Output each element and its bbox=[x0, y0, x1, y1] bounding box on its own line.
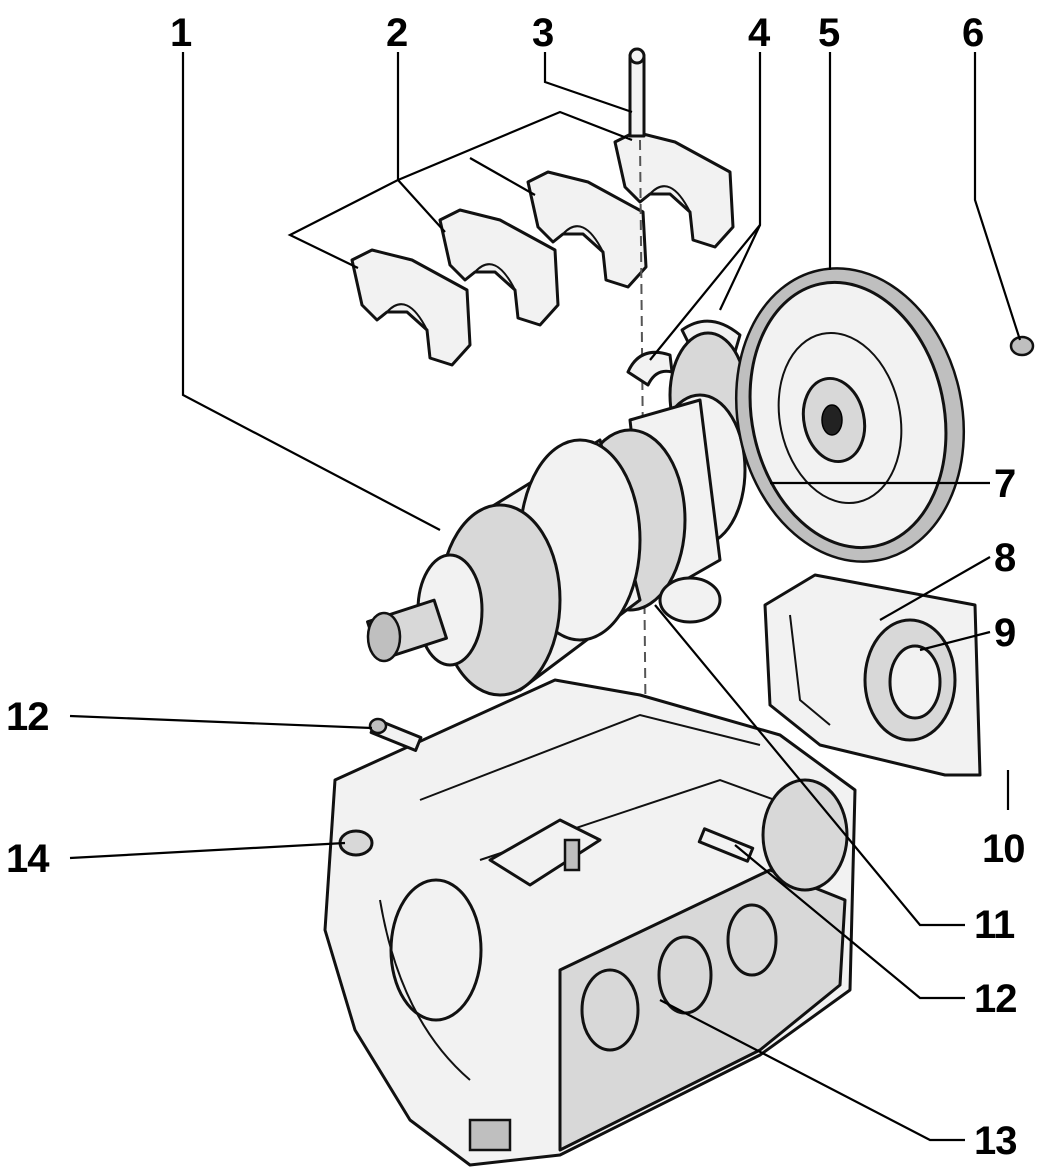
block-bolt-right bbox=[697, 827, 755, 863]
leader-14 bbox=[69, 841, 346, 860]
flywheel-bolt bbox=[1009, 335, 1035, 357]
bearing-cap-4 bbox=[613, 130, 735, 249]
callout-2: 2 bbox=[386, 11, 407, 55]
leader-2c bbox=[397, 179, 446, 233]
leader-3 bbox=[543, 52, 633, 114]
leader-2d bbox=[469, 157, 536, 196]
callout-3: 3 bbox=[532, 11, 553, 55]
callout-6: 6 bbox=[962, 11, 983, 55]
main-bearing-caps bbox=[350, 130, 735, 367]
callout-labels: 1 2 3 4 5 6 7 8 9 10 11 12 13 12 14 bbox=[6, 11, 1026, 1163]
callout-1: 1 bbox=[170, 11, 192, 55]
leader-4b bbox=[649, 224, 761, 361]
callout-13: 13 bbox=[974, 1119, 1017, 1163]
bearing-cap-bolt bbox=[628, 47, 646, 138]
callout-8: 8 bbox=[994, 536, 1016, 580]
crankshaft bbox=[366, 331, 748, 697]
bearing-cap-2 bbox=[438, 208, 560, 327]
block-bolt-left bbox=[368, 717, 423, 752]
leader-9 bbox=[919, 630, 991, 652]
callout-11: 11 bbox=[974, 903, 1015, 947]
callout-9: 9 bbox=[994, 611, 1015, 655]
callout-7: 7 bbox=[994, 462, 1015, 506]
leader-13 bbox=[659, 999, 965, 1142]
leader-11 bbox=[654, 604, 965, 927]
leader-lines bbox=[69, 52, 1022, 1142]
callout-14: 14 bbox=[6, 837, 50, 881]
callout-4: 4 bbox=[748, 11, 771, 55]
leader-6 bbox=[973, 52, 1022, 341]
cylinder-block bbox=[323, 678, 857, 1167]
bearing-cap-3 bbox=[526, 170, 648, 289]
leader-1 bbox=[181, 52, 441, 531]
flywheel bbox=[734, 267, 966, 563]
callout-12-left: 12 bbox=[6, 695, 49, 739]
leader-2 bbox=[287, 52, 400, 269]
rear-seal-flange bbox=[763, 573, 982, 777]
leader-12-left bbox=[69, 714, 373, 730]
callout-12-right: 12 bbox=[974, 977, 1017, 1021]
leader-8 bbox=[879, 556, 991, 621]
leader-12-right bbox=[734, 844, 965, 1000]
callout-10: 10 bbox=[982, 827, 1025, 871]
bearing-cap-1 bbox=[350, 248, 472, 367]
callout-5: 5 bbox=[818, 11, 840, 55]
leader-2b bbox=[397, 110, 633, 182]
